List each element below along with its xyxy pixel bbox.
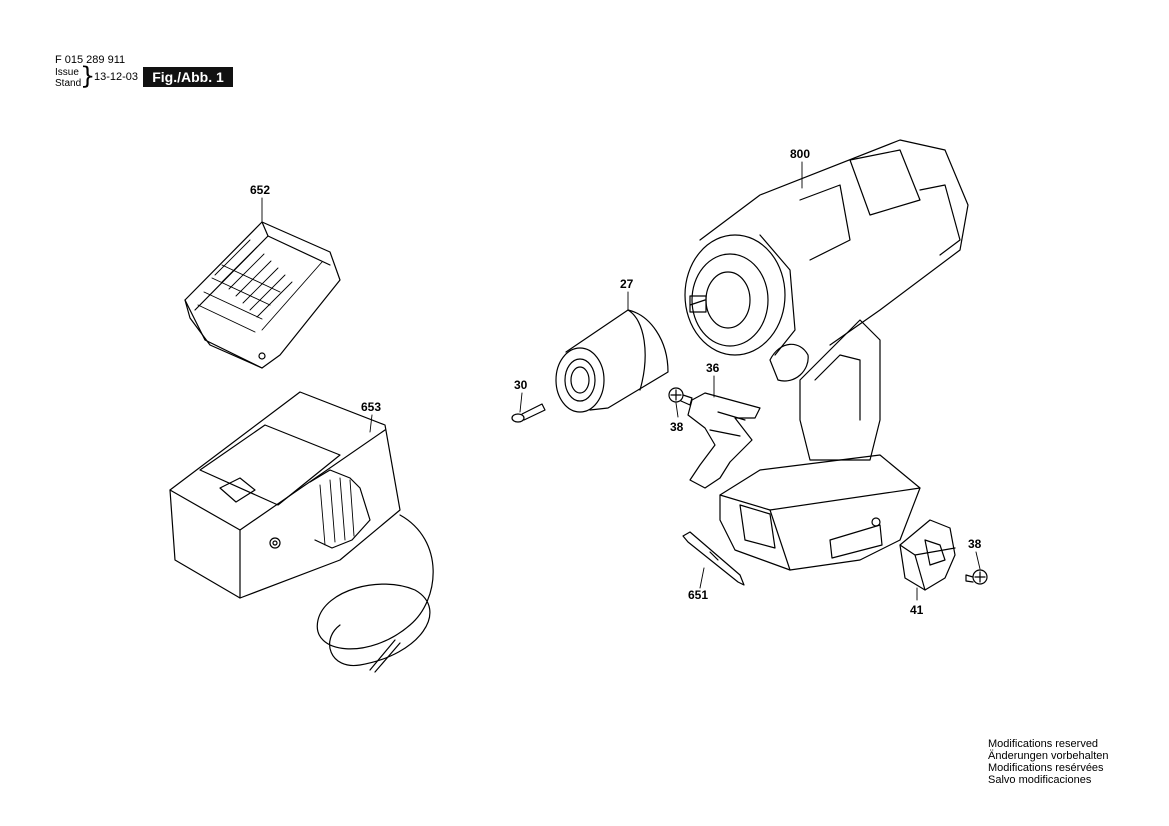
brace-icon: } xyxy=(80,62,96,90)
belt-clip-drawing xyxy=(687,392,761,489)
note-line: Modifications reserved xyxy=(988,738,1099,750)
part-label-38: 38 xyxy=(670,420,684,434)
part-label-27: 27 xyxy=(620,277,634,291)
note-line: Salvo modificaciones xyxy=(988,774,1092,786)
part-label-800: 800 xyxy=(790,147,811,161)
note-line: Änderungen vorbehalten xyxy=(988,750,1109,762)
part-label-30: 30 xyxy=(514,378,528,392)
drill-body-drawing xyxy=(684,139,969,571)
screw-38-upper-drawing xyxy=(668,387,693,406)
screwdriver-bit-drawing xyxy=(682,531,745,586)
modification-notes: Modifications reserved Änderungen vorbeh… xyxy=(988,738,1108,786)
figure-tag: Fig./Abb. 1 xyxy=(143,67,233,87)
part-label-651: 651 xyxy=(688,588,709,602)
issue-date: 13-12-03 xyxy=(94,71,139,83)
document-number: F 015 289 911 xyxy=(55,54,126,66)
stand-label: Stand xyxy=(55,78,82,89)
part-label-38: 38 xyxy=(968,537,982,551)
part-label-652: 652 xyxy=(250,183,271,197)
chuck-drawing xyxy=(555,309,669,413)
part-label-653: 653 xyxy=(361,400,382,414)
bit-holder-drawing xyxy=(899,519,956,591)
issue-labels: Issue Stand xyxy=(55,67,81,89)
issue-label: Issue xyxy=(55,67,79,78)
charger-drawing xyxy=(169,391,434,673)
note-line: Modifications resérvées xyxy=(988,762,1104,774)
screw-38-lower-drawing xyxy=(965,569,988,585)
screw-30-drawing xyxy=(511,403,546,423)
battery-pack-drawing xyxy=(184,221,341,369)
part-label-41: 41 xyxy=(910,603,924,617)
leader-lines xyxy=(261,161,981,601)
part-label-36: 36 xyxy=(706,361,720,375)
